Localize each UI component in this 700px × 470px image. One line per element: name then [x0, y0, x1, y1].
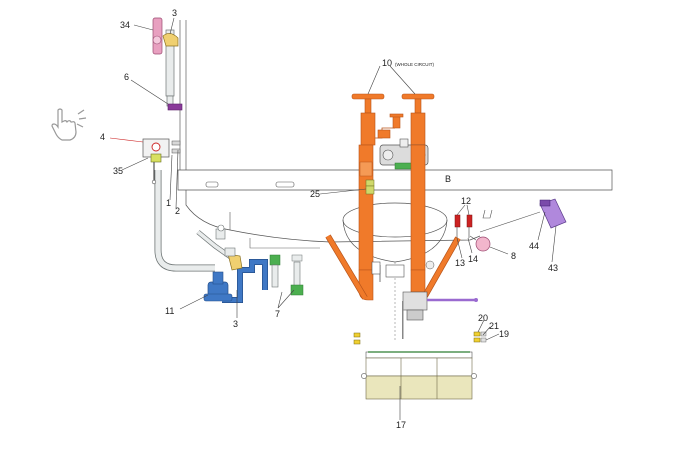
angle-stop-valve[interactable]: [196, 224, 243, 271]
callout-19: 19: [499, 329, 509, 339]
part-34-valve[interactable]: [152, 17, 163, 55]
part-25-fitting[interactable]: [365, 185, 375, 195]
callout-10-note: (WHOLE CIRCUIT): [395, 62, 434, 67]
callout-25: 25: [310, 189, 320, 199]
counter-top: [177, 169, 613, 191]
part-12-valves[interactable]: [454, 209, 493, 238]
part-8-bulb[interactable]: [469, 235, 491, 252]
callout-34: 34: [120, 20, 130, 30]
part-20-21-19-fittings[interactable]: [353, 331, 487, 345]
callout-17: 17: [396, 420, 406, 430]
callout-3-bottom: 3: [233, 319, 238, 329]
callout-4: 4: [100, 132, 105, 142]
part-17-base-tank[interactable]: [361, 351, 477, 400]
callout-8: 8: [511, 251, 516, 261]
part-4-valve-block[interactable]: [142, 138, 181, 163]
part-7-pipes[interactable]: [269, 254, 304, 296]
faucet-manifold[interactable]: [325, 93, 461, 301]
part-3-elbow-top[interactable]: [162, 33, 179, 47]
callout-11: 11: [165, 306, 174, 316]
callout-35: 35: [113, 166, 123, 176]
callout-44: 44: [529, 241, 539, 251]
callout-20: 20: [478, 313, 488, 323]
callout-1: 1: [166, 198, 171, 208]
callout-3-top: 3: [172, 8, 177, 18]
leader-lines: [109, 17, 557, 420]
callout-14: 14: [468, 254, 478, 264]
pointer-hand-click-icon: [51, 108, 87, 141]
part-35-stem: [151, 162, 157, 185]
callout-12: 12: [461, 196, 471, 206]
wall-outline: [179, 20, 187, 170]
part-43-cylinder[interactable]: [479, 198, 567, 233]
callout-B: B: [445, 174, 451, 184]
callout-13: 13: [455, 258, 465, 268]
callout-43: 43: [548, 263, 558, 273]
part-11-blue-valve[interactable]: [203, 259, 268, 303]
drain-assembly: [371, 261, 478, 340]
callout-2: 2: [175, 206, 180, 216]
callout-labels: 34 3 6 4 35 1 2 10 (WHOLE CIRCUIT) 25 B …: [100, 8, 558, 430]
callout-6: 6: [124, 72, 129, 82]
callout-21: 21: [489, 321, 499, 331]
callout-10: 10: [382, 58, 392, 68]
left-supply-pipe: [154, 29, 215, 272]
callout-7: 7: [275, 309, 280, 319]
